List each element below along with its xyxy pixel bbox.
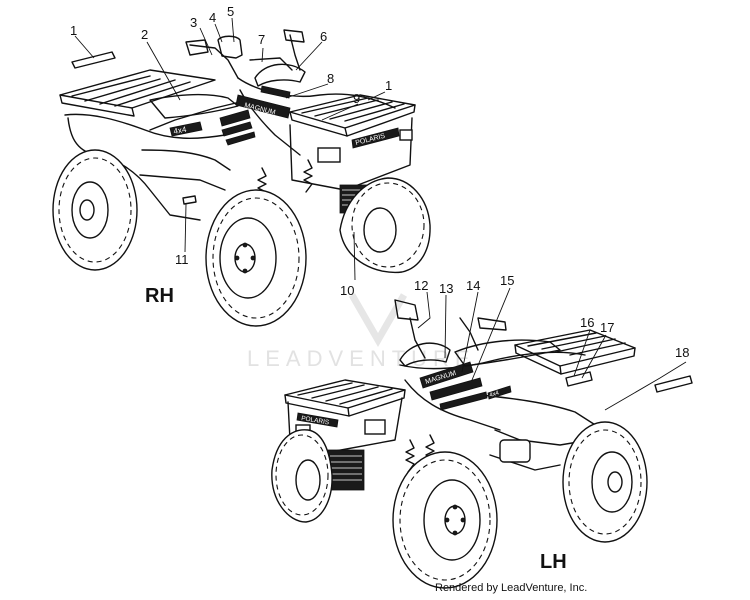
callout-11: 11: [175, 252, 189, 267]
callout-13: 13: [439, 281, 453, 296]
callout-9: 9: [353, 91, 360, 106]
callout-18: 18: [675, 345, 689, 360]
callout-4: 4: [209, 10, 216, 25]
magnum-decal: MAGNUM: [235, 85, 291, 119]
callout-16: 16: [580, 315, 594, 330]
callout-1-front: 1: [385, 78, 392, 93]
callout-14: 14: [466, 278, 480, 293]
callout-10: 10: [340, 283, 354, 298]
callout-15: 15: [500, 273, 514, 288]
callout-12: 12: [414, 278, 428, 293]
rh-view-label: RH: [145, 285, 174, 307]
rh-callout-numbers: 1 2 3 4 5 7 6 8 1 9 11 10: [70, 4, 392, 298]
callout-3: 3: [190, 15, 197, 30]
lh-leader-lines: [417, 287, 687, 411]
watermark-text: LEADVENTURE: [247, 346, 476, 371]
leadventure-watermark: LEADVENTURE: [247, 293, 476, 371]
lh-view-label: LH: [540, 551, 567, 573]
callout-7: 7: [258, 32, 265, 47]
4x4-decal: 4x4: [169, 121, 203, 137]
callout-6: 6: [320, 29, 327, 44]
lh-callout-numbers: 12 13 14 15 16 17 18: [414, 273, 689, 360]
callout-1: 1: [70, 23, 77, 38]
svg-text:4x4: 4x4: [489, 390, 501, 399]
callout-17: 17: [600, 320, 614, 335]
magnum-decal-lh: MAGNUM: [419, 361, 488, 411]
render-credit: Rendered by LeadVenture, Inc.: [435, 582, 588, 594]
svg-text:POLARIS: POLARIS: [301, 415, 331, 426]
atv-right-hand-view: 4x4 MAGNUM POLARIS: [52, 29, 431, 327]
rh-leader-lines: [74, 17, 386, 281]
callout-2: 2: [141, 27, 148, 42]
callout-5: 5: [227, 4, 234, 19]
atv-left-hand-view: POLARIS MAGNUM 4x4: [271, 299, 693, 589]
callout-8: 8: [327, 71, 334, 86]
svg-text:4x4: 4x4: [173, 125, 188, 136]
